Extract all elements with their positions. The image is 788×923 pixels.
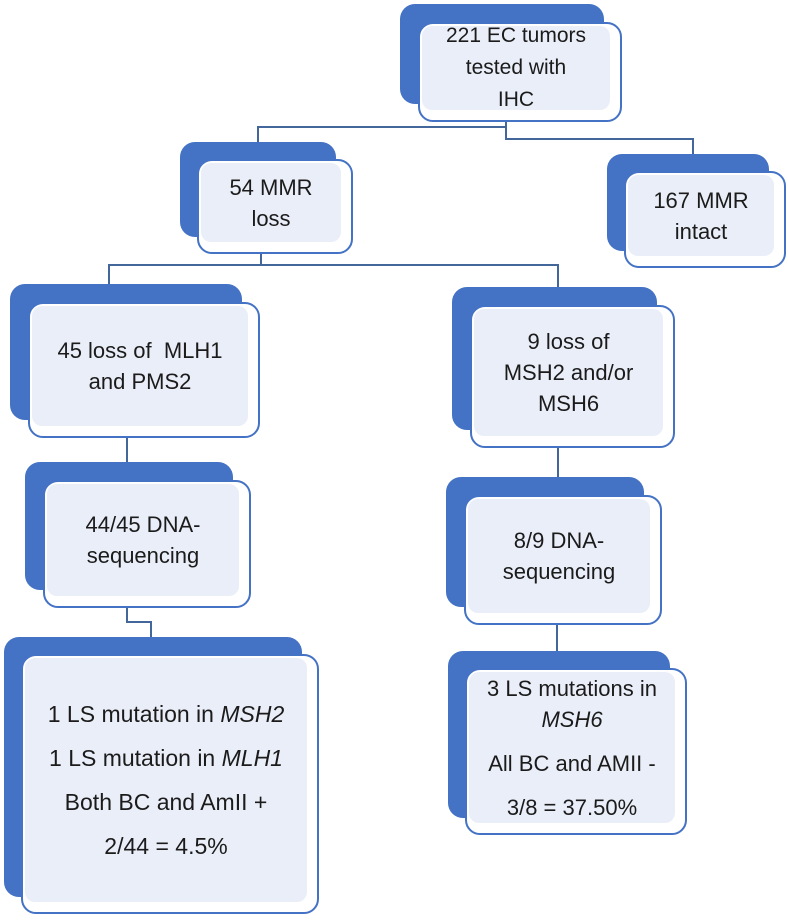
node-fill: [32, 306, 248, 426]
connector-msh2-to-dna89: [557, 448, 559, 478]
node-fill: [468, 499, 650, 613]
connector-root-stem: [505, 122, 507, 128]
connector-mmr-loss-split-h: [108, 264, 558, 266]
connector-root-to-mmr-intact-v: [692, 138, 694, 155]
node-fill: [628, 175, 774, 256]
connector-dna89-to-result-right: [556, 625, 558, 652]
node-fill: [469, 672, 675, 823]
node-label: 8/9 DNA-sequencing: [502, 528, 616, 584]
connector-root-to-mmr-intact-h: [505, 138, 694, 140]
connector-root-to-mmr-intact-stem: [505, 126, 507, 140]
connector-dna44-jog-v2: [150, 621, 152, 638]
connector-mmr-loss-stem: [260, 254, 262, 266]
connector-mmr-loss-to-mlh1-v: [108, 264, 110, 285]
connector-dna44-jog-h: [126, 621, 152, 623]
node-fill: [25, 658, 307, 902]
node-fill: [47, 484, 239, 596]
connector-mmr-loss-to-msh2-v: [557, 264, 559, 288]
connector-root-to-mmr-loss-h: [257, 126, 507, 128]
node-fill: [422, 26, 610, 110]
node-card: 8/9 DNA-sequencing: [464, 495, 662, 625]
node-fill: [474, 309, 663, 436]
node-label: 44/45 DNA-sequencing: [85, 512, 201, 568]
node-card: 44/45 DNA-sequencing: [43, 480, 251, 608]
node-fill: [201, 163, 341, 242]
connector-mlh1-to-dna44: [126, 438, 128, 463]
connector-dna44-jog-v1: [126, 608, 128, 623]
connector-root-to-mmr-loss-v: [257, 126, 259, 143]
